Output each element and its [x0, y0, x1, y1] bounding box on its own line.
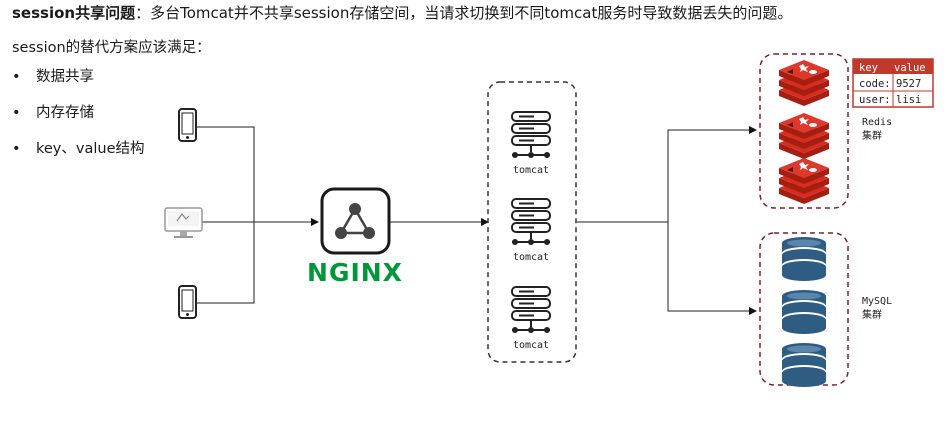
heading-text: ：多台Tomcat并不共享session存储空间，当请求切换到不同tomcat服… — [135, 4, 793, 22]
desktop-computer-icon — [164, 207, 203, 238]
tomcat-label: tomcat — [513, 340, 549, 351]
page-heading: session共享问题：多台Tomcat并不共享session存储空间，当请求切… — [12, 2, 792, 23]
database-icon — [782, 343, 826, 387]
subtitle: session的替代方案应该满足： — [12, 40, 211, 56]
phone-icon — [178, 108, 197, 142]
list-item: 内存存储 — [12, 102, 145, 138]
mysql-cluster-label-cn: 集群 — [862, 308, 882, 321]
mysql-cluster-box — [759, 232, 849, 386]
redis-icon — [779, 158, 829, 204]
connector-lines — [196, 126, 757, 315]
nginx-icon — [320, 187, 391, 255]
database-icon — [782, 237, 826, 281]
redis-cluster-label: Redis — [862, 117, 892, 128]
list-item: 数据共享 — [12, 66, 145, 102]
requirements-list: 数据共享 内存存储 key、value结构 — [12, 66, 145, 174]
redis-icon — [779, 60, 829, 106]
tomcat-cluster-box — [487, 81, 577, 363]
redis-cluster-label-cn: 集群 — [862, 129, 882, 142]
redis-cluster-box — [759, 53, 849, 209]
kv-cell: code: — [859, 78, 891, 90]
mysql-cluster-label: MySQL — [862, 296, 892, 307]
kv-header-value: value — [894, 62, 926, 74]
kv-table: key value code: 9527 user: lisi — [852, 58, 934, 108]
heading-bold: session共享问题 — [12, 4, 136, 22]
kv-header-key: key — [859, 62, 878, 74]
server-icon — [511, 286, 551, 334]
redis-icon — [779, 113, 829, 159]
kv-cell: 9527 — [896, 78, 921, 90]
tomcat-label: tomcat — [513, 252, 549, 263]
phone-icon — [178, 285, 197, 319]
server-icon — [511, 198, 551, 246]
server-icon — [511, 111, 551, 159]
database-icon — [782, 290, 826, 334]
tomcat-label: tomcat — [513, 165, 549, 176]
list-item: key、value结构 — [12, 138, 145, 174]
kv-cell: lisi — [896, 94, 921, 106]
nginx-logo-text: NGINX — [307, 258, 403, 287]
kv-cell: user: — [859, 94, 891, 106]
